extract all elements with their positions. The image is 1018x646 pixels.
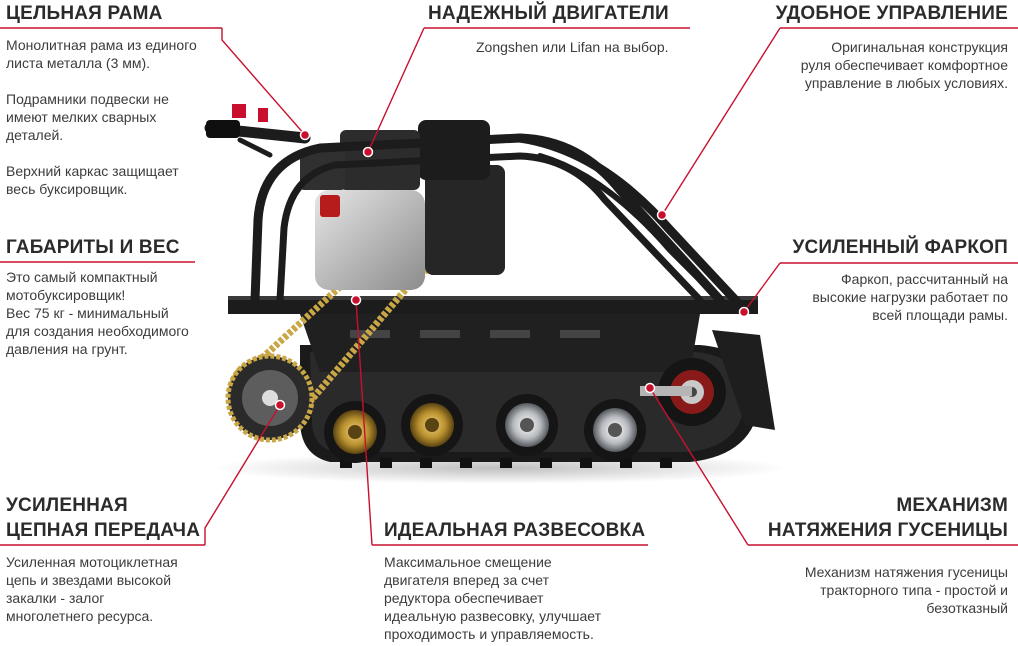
hitch-plate bbox=[712, 330, 775, 430]
chain-title-line2: ЦЕПНАЯ ПЕРЕДАЧА bbox=[6, 520, 201, 541]
subframe bbox=[300, 314, 700, 372]
tension-description: Механизм натяжения гусеницы тракторного … bbox=[804, 564, 1008, 616]
handlebar-grip bbox=[206, 120, 240, 138]
size-title: ГАБАРИТЫ И ВЕС bbox=[6, 237, 180, 258]
marker-control-icon bbox=[656, 209, 668, 221]
hitch-description: Фаркоп, рассчитанный на высокие нагрузки… bbox=[812, 271, 1008, 323]
hitch-title: УСИЛЕННЫЙ ФАРКОП bbox=[792, 237, 1008, 258]
engine-title: НАДЕЖНЫЙ ДВИГАТЕЛИ bbox=[428, 3, 669, 24]
marker-tension-icon bbox=[644, 382, 656, 394]
marker-engine-icon bbox=[362, 146, 374, 158]
engine bbox=[300, 120, 505, 290]
frame-description: Монолитная рама из единого листа металла… bbox=[6, 37, 197, 197]
throttle-lever bbox=[232, 104, 246, 118]
frame-title: ЦЕЛЬНАЯ РАМА bbox=[6, 3, 163, 24]
chain-title-line1: УСИЛЕННАЯ bbox=[6, 495, 128, 516]
tension-title-line1: МЕХАНИЗМ bbox=[896, 495, 1008, 516]
engine-description: Zongshen или Lifan на выбор. bbox=[476, 39, 669, 55]
roll-cage bbox=[204, 122, 745, 310]
control-title: УДОБНОЕ УПРАВЛЕНИЕ bbox=[775, 3, 1008, 24]
balance-title: ИДЕАЛЬНАЯ РАЗВЕСОВКА bbox=[384, 520, 646, 541]
control-description: Оригинальная конструкция руля обеспечива… bbox=[800, 39, 1008, 91]
chain-description: Усиленная мотоциклетная цепь и звездами … bbox=[6, 554, 178, 624]
road-wheels bbox=[324, 358, 726, 463]
marker-hitch-icon bbox=[738, 306, 750, 318]
marker-chain-icon bbox=[274, 399, 286, 411]
tension-title-line2: НАТЯЖЕНИЯ ГУСЕНИЦЫ bbox=[767, 520, 1008, 541]
size-description: Это самый компактный мотобуксировщик! Ве… bbox=[6, 269, 189, 357]
balance-description: Максимальное смещение двигателя вперед з… bbox=[384, 554, 601, 642]
tension-rod bbox=[640, 386, 692, 396]
marker-frame-icon bbox=[299, 129, 311, 141]
marker-balance-icon bbox=[350, 294, 362, 306]
